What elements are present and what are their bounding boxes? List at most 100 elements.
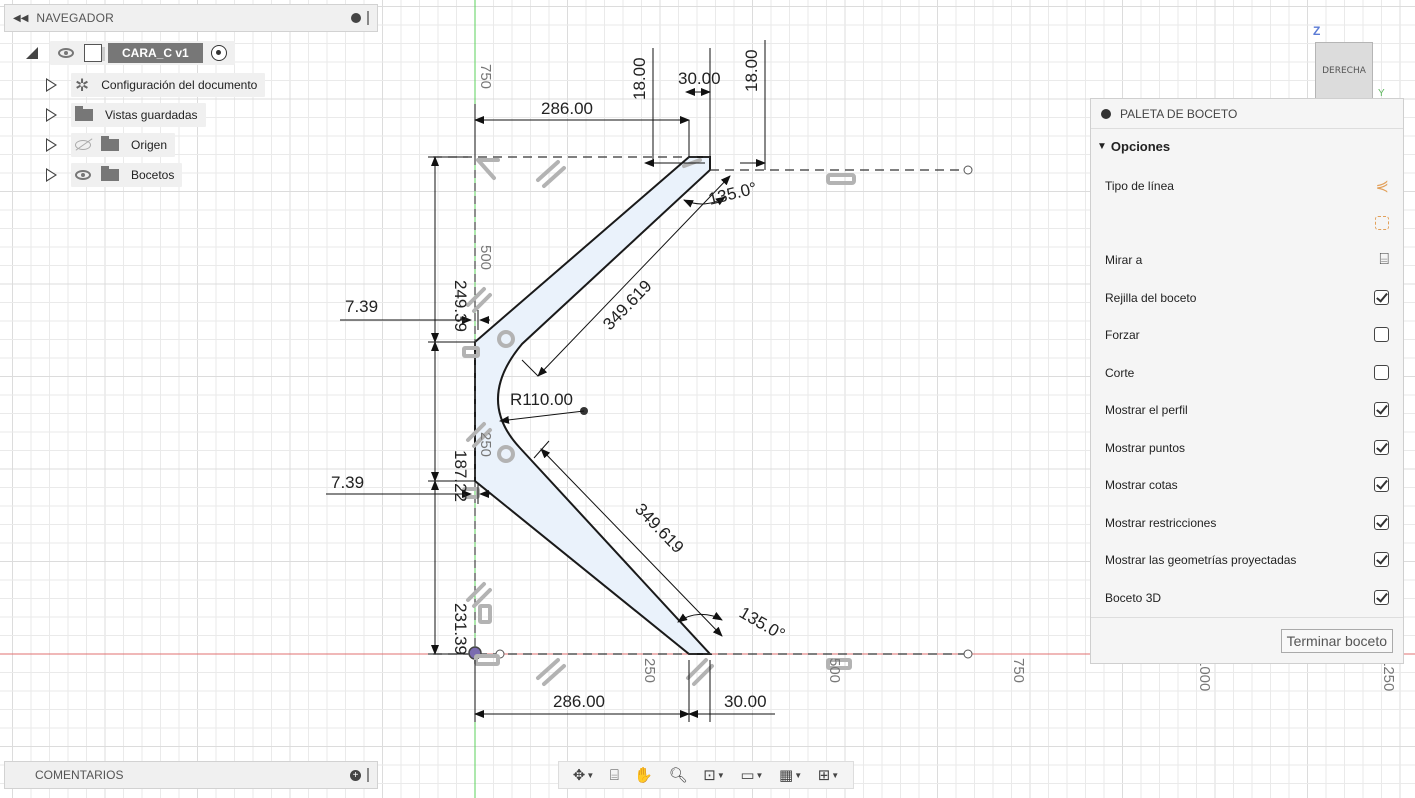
add-comment-icon[interactable]: + [350, 769, 361, 781]
dimension-middle-height[interactable]: 187.22 [451, 450, 470, 502]
sketch-grid-checkbox[interactable] [1374, 290, 1389, 305]
tree-item-origin[interactable]: Origen [46, 132, 176, 158]
fit-icon[interactable]: ⊡▼ [703, 767, 725, 784]
expand-right-icon[interactable] [46, 78, 57, 92]
look-at-icon[interactable]: ⌸ [1379, 250, 1389, 268]
sketch-point[interactable] [963, 649, 973, 659]
eye-icon[interactable] [58, 48, 74, 58]
viewcube[interactable]: DERECHA [1315, 42, 1373, 100]
panel-grip-icon[interactable] [367, 11, 369, 25]
option-snap[interactable]: Forzar [1091, 316, 1403, 353]
linetype-icon[interactable]: ⋞ [1375, 177, 1389, 195]
show-points-checkbox[interactable] [1374, 440, 1389, 455]
sketch-point[interactable] [963, 165, 973, 175]
option-label: Rejilla del boceto [1105, 290, 1197, 305]
palette-header[interactable]: PALETA DE BOCETO [1091, 99, 1403, 129]
construction-icon[interactable] [1375, 215, 1389, 230]
expand-right-icon[interactable] [46, 138, 57, 152]
option-label: Mirar a [1105, 252, 1143, 267]
display-icon[interactable]: ▭▼ [740, 767, 764, 784]
expand-right-icon[interactable] [46, 108, 57, 122]
tree-item-sketches[interactable]: Bocetos [46, 162, 183, 188]
pin-icon[interactable] [351, 13, 361, 23]
snap-checkbox[interactable] [1374, 327, 1389, 342]
tree-item-saved-views[interactable]: Vistas guardadas [46, 102, 206, 128]
option-show-profile[interactable]: Mostrar el perfil [1091, 391, 1403, 428]
folder-icon [101, 166, 119, 181]
viewports-icon[interactable]: ⊞▼ [817, 767, 840, 784]
dimension-top-offset-right[interactable]: 18.00 [742, 49, 761, 92]
viewcube-face-label[interactable]: DERECHA [1322, 66, 1366, 76]
activate-radio-icon[interactable] [210, 45, 227, 61]
comments-panel[interactable]: COMENTARIOS + [4, 761, 378, 789]
dimension-gap-lower[interactable]: 7.39 [331, 473, 364, 492]
option-sketch-grid[interactable]: Rejilla del boceto [1091, 279, 1403, 316]
dimension-left-upper-height[interactable]: 249.39 [451, 280, 470, 332]
dimension-lines[interactable] [326, 40, 775, 722]
navigator-title: NAVEGADOR [36, 11, 114, 25]
grid-icon[interactable]: ▦▼ [779, 767, 803, 784]
orbit-icon[interactable]: ✥▼ [572, 767, 595, 784]
ruler-label: 500 [826, 658, 843, 683]
ruler-label: 250 [477, 432, 494, 457]
finish-sketch-button[interactable]: Terminar boceto [1280, 628, 1393, 653]
folder-icon [101, 136, 119, 151]
navigator-panel[interactable]: ◀◀ NAVEGADOR [4, 4, 378, 32]
option-show-points[interactable]: Mostrar puntos [1091, 429, 1403, 466]
option-construction [1091, 204, 1403, 241]
option-label: Mostrar el perfil [1105, 402, 1188, 417]
3d-sketch-checkbox[interactable] [1374, 590, 1389, 605]
panel-grip-icon[interactable] [367, 768, 369, 782]
tree-item-document-settings[interactable]: ✲ Configuración del documento [46, 72, 266, 98]
sketch-palette: PALETA DE BOCETO ▼ Opciones Tipo de líne… [1090, 98, 1404, 664]
pan-icon[interactable]: ✋ [634, 767, 654, 784]
dimension-upper-arm-length[interactable]: 349.619 [599, 276, 655, 333]
ruler-label: 1250 [1380, 658, 1397, 691]
option-slice[interactable]: Corte [1091, 354, 1403, 391]
dimension-top-thickness[interactable]: 30.00 [678, 69, 721, 88]
eye-hidden-icon[interactable] [75, 140, 91, 150]
dimension-radius[interactable]: R110.00 [510, 390, 573, 409]
dimension-gap-upper[interactable]: 7.39 [345, 297, 378, 316]
expand-right-icon[interactable] [46, 168, 57, 182]
dimension-angle-top[interactable]: 135.0° [706, 179, 758, 209]
options-section-header[interactable]: ▼ Opciones [1091, 129, 1403, 163]
show-constraints-checkbox[interactable] [1374, 515, 1389, 530]
option-label: Boceto 3D [1105, 590, 1162, 605]
dimension-top-offset-left[interactable]: 18.00 [630, 57, 649, 100]
zoom-icon[interactable]: 🔍︎ [668, 767, 688, 784]
dimension-bottom-thickness[interactable]: 30.00 [724, 692, 767, 711]
collapse-icon[interactable]: ◀◀ [13, 12, 29, 24]
eye-icon[interactable] [75, 170, 91, 180]
tree-item-label: Vistas guardadas [105, 108, 198, 122]
show-profile-checkbox[interactable] [1374, 402, 1389, 417]
dimension-top-width[interactable]: 286.00 [541, 99, 593, 118]
ruler-label: 250 [641, 658, 658, 683]
palette-footer: Terminar boceto [1091, 617, 1403, 663]
axis-y-label: Y [1378, 88, 1385, 99]
dimension-left-lower-height[interactable]: 231.39 [451, 603, 470, 655]
tree-item-component[interactable]: CARA_C v1 [26, 40, 235, 66]
slice-checkbox[interactable] [1374, 365, 1389, 380]
option-label: Tipo de línea [1105, 178, 1174, 193]
option-show-projected[interactable]: Mostrar las geometrías proyectadas [1091, 541, 1403, 578]
show-projected-checkbox[interactable] [1374, 552, 1389, 567]
tree-item-label: Bocetos [131, 168, 175, 182]
dimension-bottom-width[interactable]: 286.00 [553, 692, 605, 711]
option-show-constraints[interactable]: Mostrar restricciones [1091, 504, 1403, 541]
dimension-lower-arm-length[interactable]: 349.619 [631, 500, 687, 557]
section-toggle-icon[interactable]: ▼ [1097, 140, 1107, 152]
expand-down-icon[interactable] [26, 47, 38, 59]
dimension-angle-bottom[interactable]: 135.0° [736, 603, 788, 644]
option-label: Corte [1105, 365, 1135, 380]
navigation-toolbar: ✥▼ ⌸ ✋ 🔍︎ ⊡▼ ▭▼ ▦▼ ⊞▼ [558, 761, 854, 789]
option-3d-sketch[interactable]: Boceto 3D [1091, 579, 1403, 616]
comments-title: COMENTARIOS [35, 768, 124, 782]
palette-collapse-icon[interactable] [1101, 108, 1111, 119]
look-at-icon[interactable]: ⌸ [609, 766, 619, 784]
show-dimensions-checkbox[interactable] [1374, 477, 1389, 492]
option-show-dimensions[interactable]: Mostrar cotas [1091, 466, 1403, 503]
component-name[interactable]: CARA_C v1 [108, 43, 203, 63]
